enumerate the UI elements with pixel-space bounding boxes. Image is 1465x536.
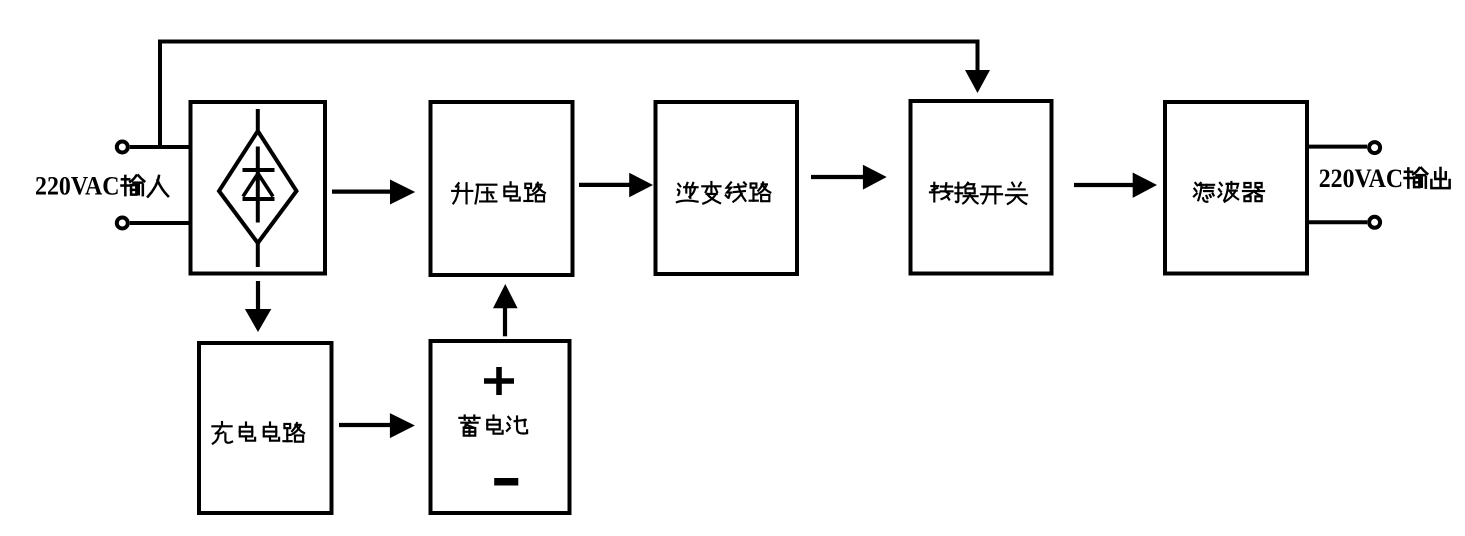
svg-text:220VAC: 220VAC: [1319, 164, 1404, 193]
svg-text:220VAC: 220VAC: [35, 171, 120, 200]
